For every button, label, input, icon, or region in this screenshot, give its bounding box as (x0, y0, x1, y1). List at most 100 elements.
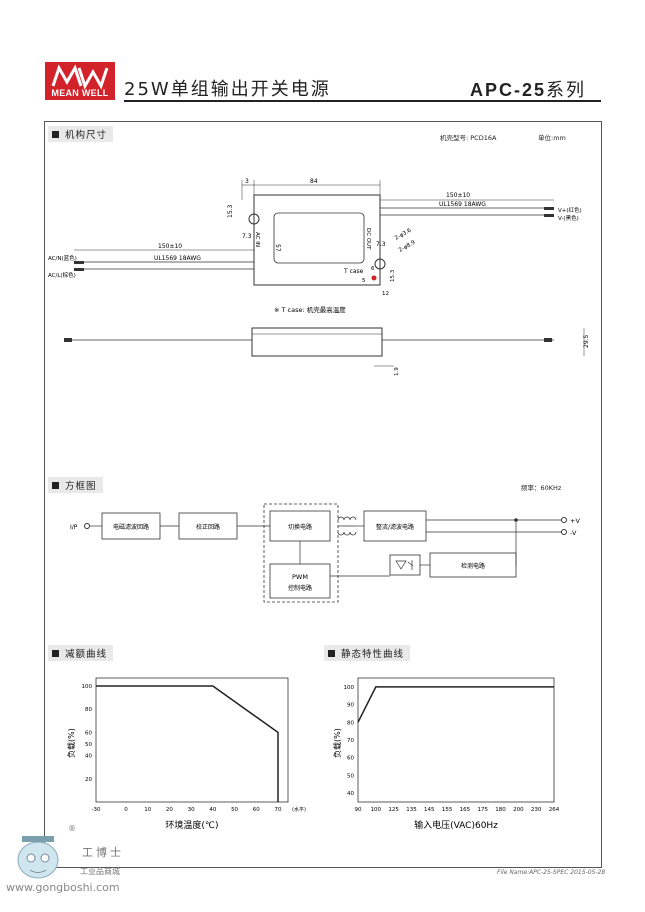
dim-57: 57 (274, 244, 281, 252)
mechanical-drawing: 3 84 15.3 7.3 57 AC IN DC OUT 150±10 UL1… (48, 178, 590, 376)
t-case-point-icon (371, 275, 377, 281)
primary-dashed-group (263, 503, 339, 603)
optocoupler-icon (389, 554, 421, 576)
x-tick-label: 165 (460, 807, 471, 813)
t-case-label: T case (343, 268, 364, 275)
x-tick-label: -30 (92, 807, 101, 813)
x-tick-label: 50 (231, 807, 238, 813)
x-tick-label: 135 (406, 807, 417, 813)
dim-5: 5 (362, 278, 366, 284)
mount-hole-left (248, 213, 260, 225)
dim-84: 84 (310, 178, 318, 185)
dim-1-9: 1.9 (394, 367, 400, 376)
y-tick-label: 100 (344, 685, 355, 691)
header-rule (124, 100, 601, 102)
y-tick-label: 60 (85, 730, 92, 736)
output-rectifier-label: 整流/滤波电路 (376, 523, 414, 531)
t-case-note: ※ T case: 机壳最高温度 (274, 305, 346, 314)
x-tick-label: 145 (424, 807, 435, 813)
y-tick-label: 40 (85, 754, 92, 760)
case-top-view (253, 194, 381, 286)
dim-150-out: 150±10 (446, 192, 470, 199)
case-number: 机壳型号: PCD16A (440, 134, 497, 142)
registered-mark: ® (68, 824, 76, 833)
ac-in-label: AC IN (254, 232, 260, 247)
logo-text: MEAN WELL (51, 88, 109, 98)
square-bullet-icon (52, 131, 59, 138)
model-name: APC-25系列 (470, 76, 586, 102)
y-tick-label: 20 (85, 777, 92, 783)
square-bullet-icon (328, 650, 335, 657)
cable-out-spec: UL1569 18AWG (439, 201, 486, 208)
square-bullet-icon (52, 650, 59, 657)
section-derating-label: 减额曲线 (65, 649, 108, 660)
pwm-label: PWM (292, 573, 308, 581)
derating-curve (96, 685, 279, 802)
transformer-icon (337, 516, 357, 536)
y-tick-label: 70 (347, 738, 354, 744)
section-block-label: 方框图 (65, 481, 97, 492)
pwm-sub-label: 控制电路 (288, 584, 312, 592)
x-tick-label: 175 (477, 807, 488, 813)
x-tick-label: 125 (388, 807, 399, 813)
y-tick-label: 60 (347, 756, 354, 762)
x-tick-label: 40 (209, 807, 216, 813)
v-plus-wire: V+(红色) (558, 206, 582, 214)
x-tick-label: 230 (531, 807, 542, 813)
dim-3: 3 (245, 178, 249, 185)
mw-logo-mark-icon (51, 64, 109, 90)
x-tick-label: 0 (124, 807, 128, 813)
switching-frequency: 频率：60KHz (521, 484, 562, 492)
plot-frame (357, 677, 555, 803)
model-suffix: 系列 (546, 80, 587, 100)
dim-12: 12 (382, 291, 389, 297)
x-tick-label: 20 (166, 807, 173, 813)
dim-15-3: 15.3 (227, 204, 234, 218)
hole-spec-a: 2-φ3.6 (394, 227, 413, 241)
x-axis-label: 输入电压(VAC)60Hz (414, 819, 498, 831)
section-dimensions: 机构尺寸 (48, 126, 114, 142)
y-axis-label: 负载(%) (332, 728, 342, 758)
section-dimensions-label: 机构尺寸 (65, 130, 108, 141)
vplus-terminal: +V (570, 517, 580, 525)
y-tick-label: 80 (85, 707, 92, 713)
dim-150-in: 150±10 (158, 243, 182, 250)
x-tick-label: 180 (495, 807, 506, 813)
x-tick-label: 264 (549, 807, 560, 813)
x-tick-label: 10 (144, 807, 151, 813)
page-title: 25W单组输出开关电源 (124, 79, 331, 100)
spec-frame (44, 121, 602, 868)
x-tick-label: 70 (275, 807, 282, 813)
x-tick-label: 60 (253, 807, 260, 813)
static-curve (357, 686, 554, 723)
watermark-title: 工博士 (82, 846, 124, 859)
pwm-block (269, 563, 331, 599)
file-footer: File Name:APC-25-SPEC 2015-05-28 (497, 869, 606, 876)
y-tick-label: 80 (347, 720, 354, 726)
block-diagram: I/P 电磁滤波回路 校正回路 切换电路 PWM 控制电路 整流/滤波电路 +V… (70, 503, 580, 603)
x-tick-label: 100 (371, 807, 382, 813)
vminus-terminal: -V (570, 529, 577, 537)
watermark-subtitle: 工业品商城 (80, 867, 120, 876)
rectifier-label: 校正回路 (196, 523, 220, 531)
x-tick-label: 155 (442, 807, 453, 813)
v-minus-wire: V-(黑色) (558, 214, 579, 222)
dc-out-label: DC OUT (365, 228, 371, 250)
ip-label: I/P (70, 524, 78, 531)
emi-filter-label: 电磁滤波回路 (113, 523, 149, 531)
watermark-url: www.gongboshi.com (6, 881, 120, 894)
output-rectifier-block (363, 510, 427, 542)
mean-well-logo: MEAN WELL (45, 62, 115, 100)
square-bullet-icon (52, 482, 59, 489)
dim-29-5: 29.5 (583, 334, 590, 348)
dim-6: 6 (371, 266, 375, 272)
x-axis-note: (水平) (292, 806, 306, 813)
unit-label: 单位:mm (538, 134, 566, 142)
detect-label: 检测电路 (461, 562, 485, 570)
case-label-area (273, 212, 365, 264)
switching-label: 切换电路 (288, 523, 312, 531)
x-axis-label: 环境温度(℃) (165, 819, 218, 831)
y-axis-label: 负载(%) (66, 728, 76, 758)
y-tick-label: 50 (347, 773, 354, 779)
